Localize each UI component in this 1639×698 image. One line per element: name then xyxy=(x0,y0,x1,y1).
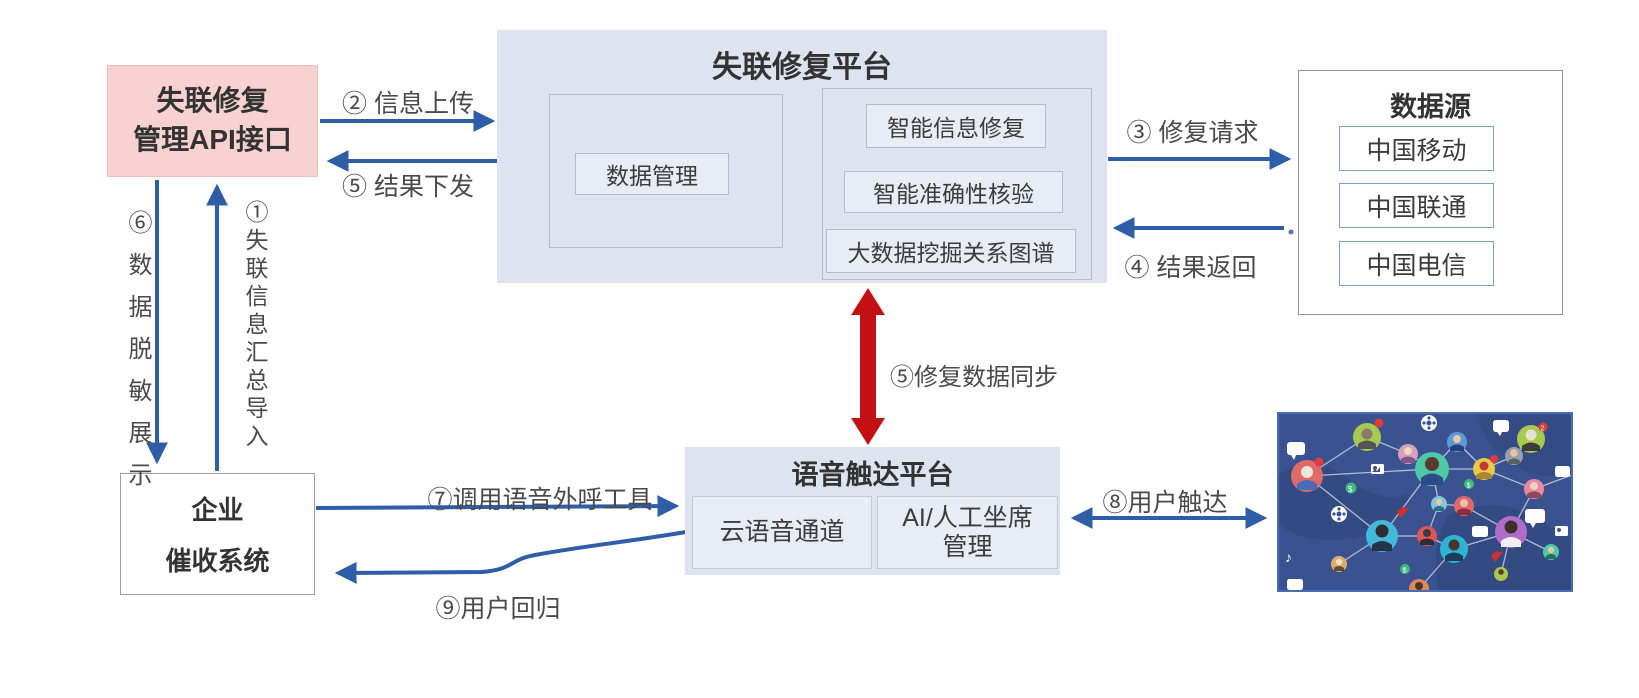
enterprise-line1: 企业 xyxy=(191,495,244,525)
carrier-china-telecom: 中国电信 xyxy=(1339,241,1494,286)
api-box-line2: 管理API接口 xyxy=(133,124,292,155)
arrow-result-return-dot xyxy=(1288,229,1294,235)
module-accuracy-check: 智能准确性核验 xyxy=(844,171,1063,213)
module-bigdata-graph: 大数据挖掘关系图谱 xyxy=(826,229,1076,273)
label-import: ①失联信息汇总导入 xyxy=(242,200,268,452)
voice-platform-box: 语音触达平台 云语音通道 AI/人工坐席 管理 xyxy=(685,447,1060,575)
label-user-reach: ⑧用户触达 xyxy=(1102,489,1228,517)
label-result-down: ⑤ 结果下发 xyxy=(342,173,474,201)
repair-platform-box: 失联修复平台 数据管理 智能信息修复 智能准确性核验 大数据挖掘关系图谱 xyxy=(497,30,1107,283)
user-network-illustration: ♪ $ $ $ 2 xyxy=(1277,412,1573,592)
label-call-tool: ⑦调用语音外呼工具 xyxy=(427,486,653,514)
enterprise-line2: 催收系统 xyxy=(165,546,270,576)
modules-group: 智能信息修复 智能准确性核验 大数据挖掘关系图谱 xyxy=(822,88,1092,280)
api-box-line1: 失联修复 xyxy=(156,85,269,117)
svg-text:♪: ♪ xyxy=(1285,549,1292,565)
voice-platform-title: 语音触达平台 xyxy=(791,460,954,490)
label-repair-request: ③ 修复请求 xyxy=(1126,119,1259,147)
label-info-upload: ② 信息上传 xyxy=(342,90,474,118)
cloud-voice-channel-chip: 云语音通道 xyxy=(692,496,872,569)
data-mgmt-group: 数据管理 xyxy=(549,94,783,248)
enterprise-system-box: 企业 催收系统 xyxy=(120,473,315,595)
ai-agent-line1: AI/人工坐席 xyxy=(902,503,1033,532)
svg-text:2: 2 xyxy=(1541,426,1545,433)
svg-text:$: $ xyxy=(1348,485,1353,494)
module-info-repair: 智能信息修复 xyxy=(866,104,1046,148)
carrier-china-mobile: 中国移动 xyxy=(1339,126,1494,171)
carrier-china-unicom: 中国联通 xyxy=(1339,183,1494,228)
data-mgmt-chip: 数据管理 xyxy=(575,153,729,195)
arrow-user-return xyxy=(334,530,687,584)
ai-agent-line2: 管理 xyxy=(942,532,993,561)
label-desensitize: ⑥数据脱敏展示 xyxy=(124,210,151,504)
svg-text:$: $ xyxy=(1403,566,1408,575)
api-interface-box: 失联修复 管理API接口 xyxy=(107,65,318,177)
datasource-box: 数据源 中国移动 中国联通 中国电信 xyxy=(1298,70,1563,315)
label-sync: ⑤修复数据同步 xyxy=(890,364,1058,391)
ai-agent-chip: AI/人工坐席 管理 xyxy=(877,496,1058,569)
arrow-sync-red xyxy=(851,288,885,445)
cloud-voice-channel-label: 云语音通道 xyxy=(719,518,845,547)
label-result-return: ④ 结果返回 xyxy=(1124,254,1257,282)
label-user-return: ⑨用户回归 xyxy=(435,595,561,623)
repair-platform-title: 失联修复平台 xyxy=(712,51,892,84)
datasource-title: 数据源 xyxy=(1390,92,1471,122)
svg-text:$: $ xyxy=(1467,481,1472,490)
user-network-art: ♪ $ $ $ 2 xyxy=(1279,414,1571,590)
